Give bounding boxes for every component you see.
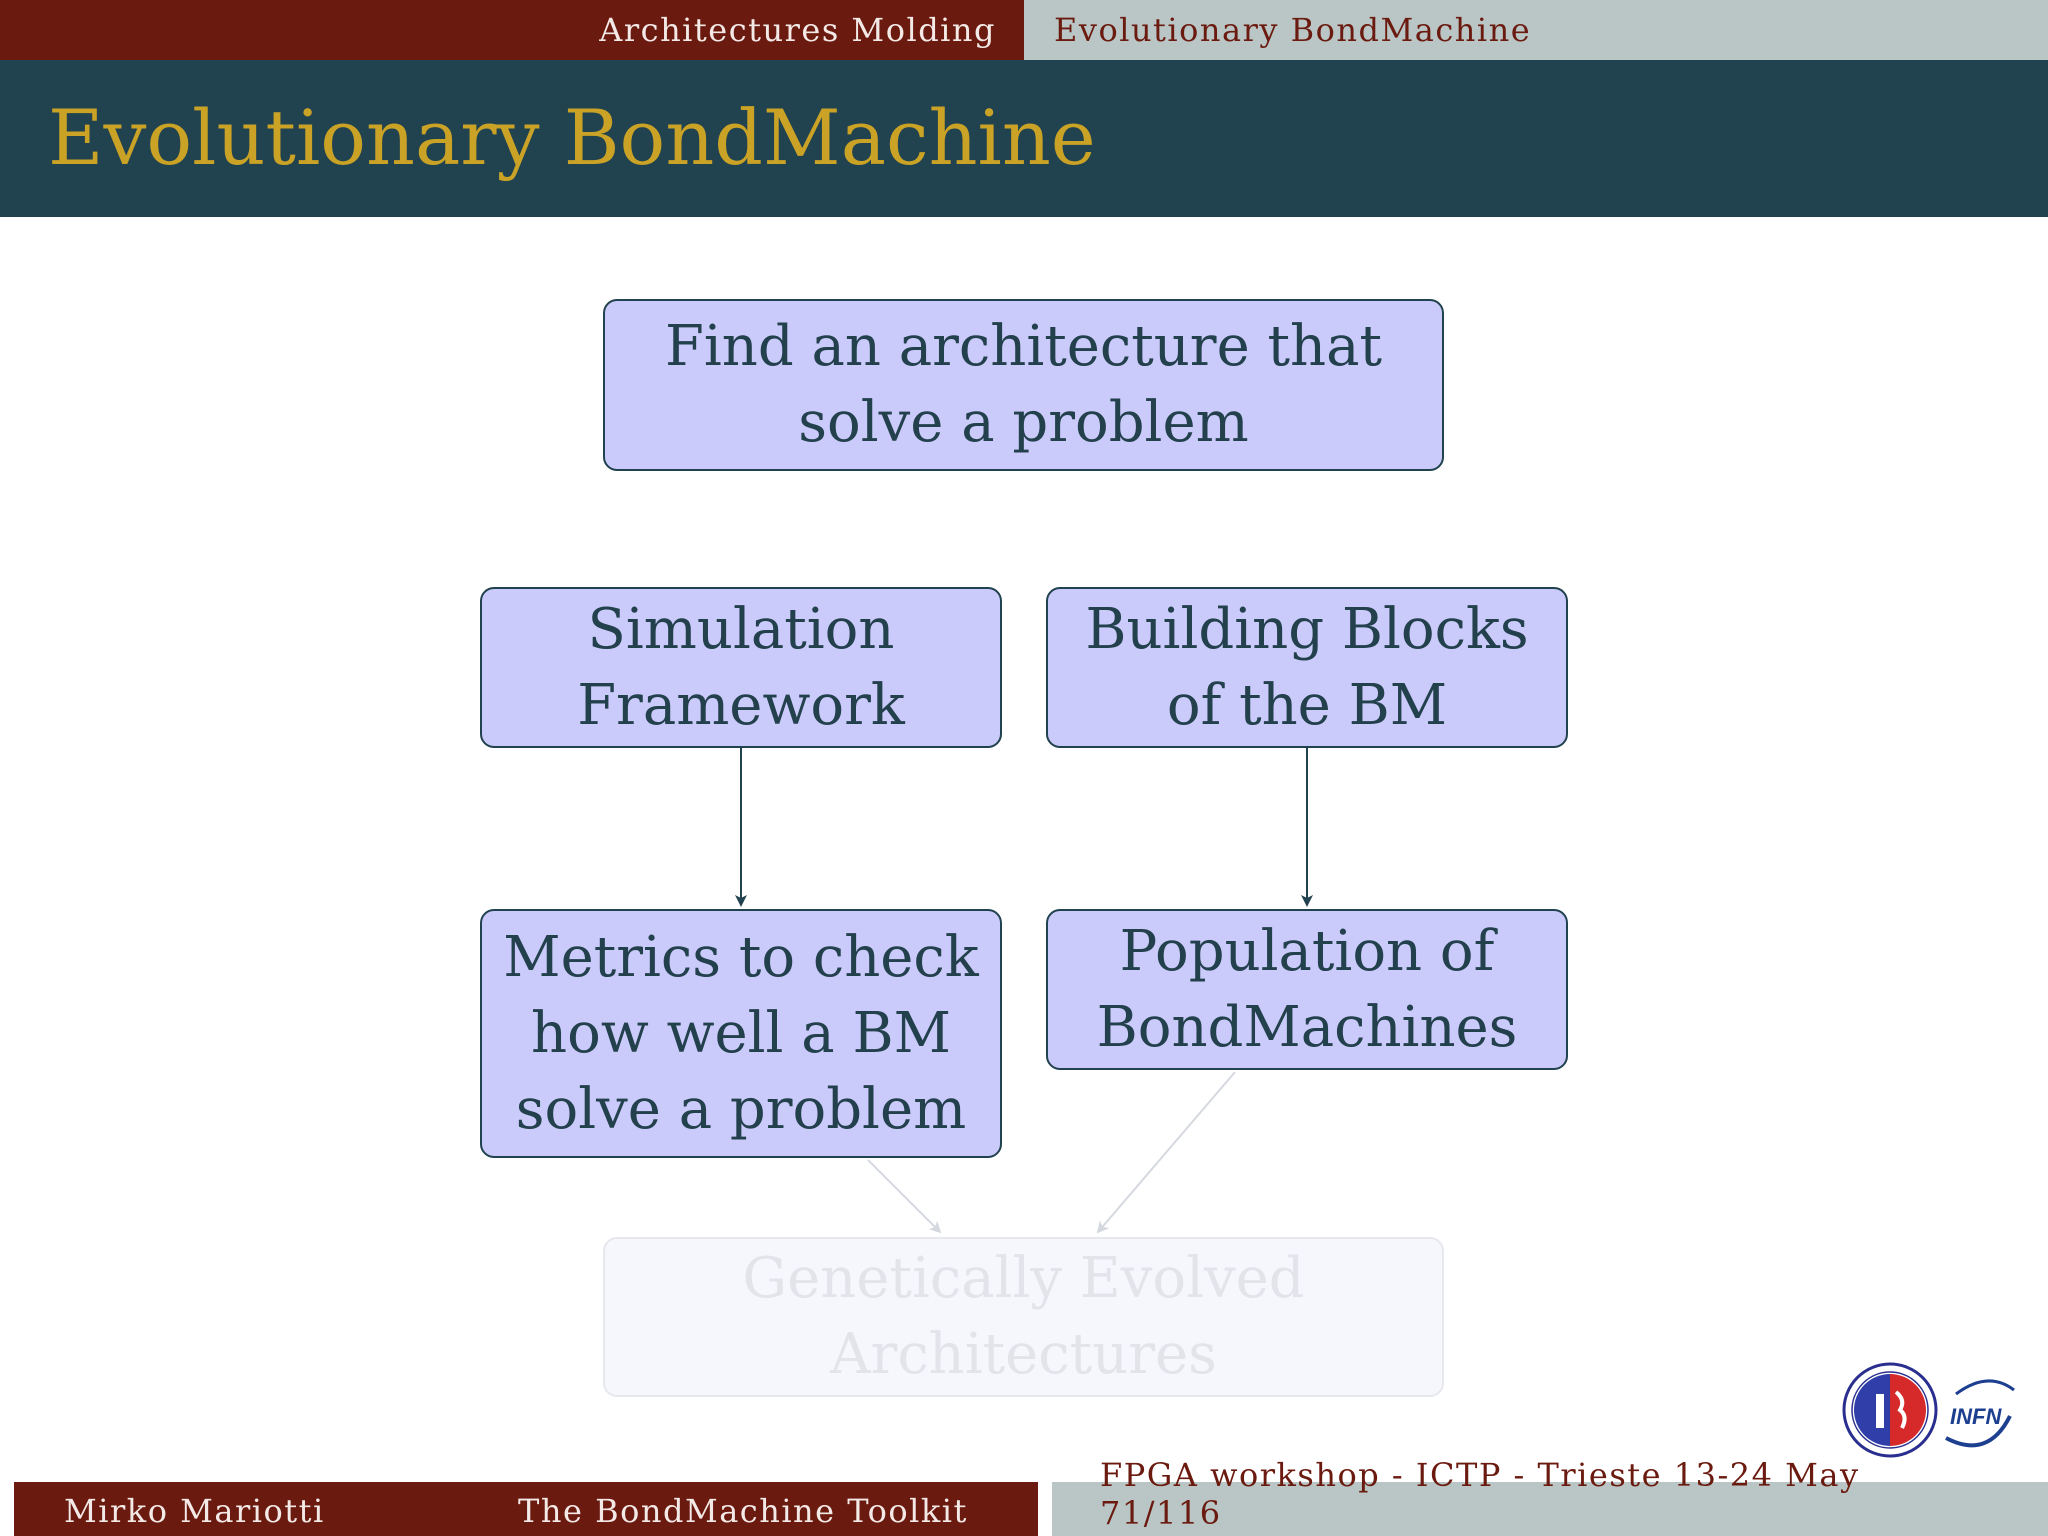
node-text: BondMachines bbox=[1096, 994, 1518, 1060]
node-text: Architectures bbox=[830, 1322, 1217, 1387]
slide-title: Evolutionary BondMachine bbox=[48, 93, 1096, 182]
subsection-label[interactable]: Evolutionary BondMachine bbox=[1054, 11, 1532, 49]
node-text: Building Blocks bbox=[1085, 596, 1529, 662]
node-text: Population of bbox=[1119, 918, 1495, 984]
node-simulation-framework: Simulation Framework bbox=[480, 587, 1002, 748]
node-text: Metrics to check bbox=[503, 924, 979, 990]
edge-metrics-genetic bbox=[867, 1159, 942, 1234]
node-building-blocks: Building Blocks of the BM bbox=[1046, 587, 1568, 748]
footer-page-number: 71/116 bbox=[1100, 1494, 1222, 1532]
top-navigation-bar: Architectures Molding Evolutionary BondM… bbox=[0, 0, 2048, 60]
edge-population-genetic bbox=[1096, 1071, 1236, 1234]
logo-group: INFN bbox=[1838, 1360, 2018, 1460]
footer-bar: Mirko Mariotti The BondMachine Toolkit F… bbox=[0, 1456, 2048, 1536]
footer-right bbox=[1052, 1482, 2048, 1536]
university-seal-icon bbox=[1842, 1362, 1938, 1458]
node-text: Simulation bbox=[587, 596, 895, 662]
node-metrics: Metrics to check how well a BM solve a p… bbox=[480, 909, 1002, 1158]
node-genetically-evolved: Genetically Evolved Architectures bbox=[603, 1237, 1444, 1397]
section-label[interactable]: Architectures Molding bbox=[599, 11, 996, 49]
subsection-nav[interactable]: Evolutionary BondMachine bbox=[1024, 0, 2048, 60]
section-nav[interactable]: Architectures Molding bbox=[0, 0, 1024, 60]
footer-event: FPGA workshop - ICTP - Trieste 13-24 May bbox=[1100, 1456, 1860, 1494]
footer-left: Mirko Mariotti The BondMachine Toolkit bbox=[14, 1482, 1038, 1536]
node-text: of the BM bbox=[1166, 672, 1448, 738]
node-text: Framework bbox=[577, 672, 905, 738]
title-bar: Evolutionary BondMachine bbox=[0, 60, 2048, 217]
footer-author: Mirko Mariotti bbox=[64, 1492, 325, 1530]
node-text: solve a problem bbox=[515, 1076, 967, 1142]
node-text: how well a BM bbox=[531, 1000, 951, 1066]
node-find-architecture: Find an architecture that solve a proble… bbox=[603, 299, 1444, 471]
infn-logo-icon: INFN bbox=[1945, 1379, 2015, 1448]
node-text: solve a problem bbox=[798, 390, 1249, 455]
node-text: Find an architecture that bbox=[665, 314, 1382, 379]
footer-talk-title: The BondMachine Toolkit bbox=[518, 1492, 968, 1530]
node-text: Genetically Evolved bbox=[742, 1246, 1305, 1311]
node-population: Population of BondMachines bbox=[1046, 909, 1568, 1070]
infn-logo-text: INFN bbox=[1950, 1404, 2002, 1429]
